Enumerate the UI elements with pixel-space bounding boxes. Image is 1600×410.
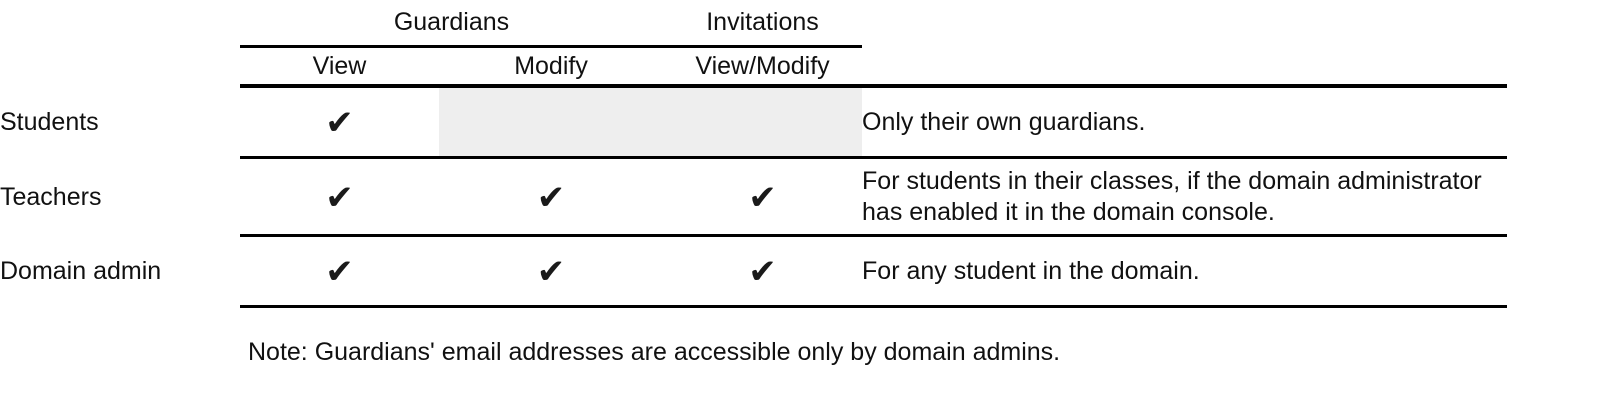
group-header-spacer: [0, 0, 240, 46]
check-icon: ✔: [325, 177, 354, 218]
row-rule-cell: [0, 234, 1600, 237]
cell-teachers-guardians-modify: ✔: [439, 159, 663, 234]
group-header-row: Guardians Invitations: [0, 0, 1600, 48]
column-header-guardians-modify: Modify: [514, 51, 588, 80]
cell-domain-admin-invitations: ✔: [663, 237, 862, 305]
cell-students-invitations: [663, 88, 863, 156]
bottom-rule-cell: [0, 305, 1600, 308]
note-text: Only their own guardians.: [862, 107, 1146, 136]
table-row: Students ✔ Only their own guardians.: [0, 88, 1600, 156]
table-footnote: Note: Guardians' email addresses are acc…: [248, 338, 1061, 366]
check-icon: ✔: [536, 177, 566, 218]
row-label-students: Students: [0, 108, 99, 136]
check-icon: ✔: [748, 177, 777, 218]
note-text: For any student in the domain.: [862, 256, 1200, 285]
column-header-guardians-view: View: [312, 51, 367, 80]
note-text: For students in their classes, if the do…: [862, 166, 1482, 226]
row-rule-row: [0, 234, 1600, 237]
row-rule-cell: [0, 156, 1600, 159]
column-header-role: [0, 46, 240, 84]
column-header-row: View Modify View/Modify: [0, 46, 1600, 84]
row-label-domain-admin: Domain admin: [0, 257, 162, 285]
check-icon: ✔: [748, 252, 777, 292]
cell-teachers-notes: For students in their classes, if the do…: [862, 159, 1600, 234]
table-row: Domain admin ✔ ✔ ✔ For any student in th…: [0, 237, 1600, 305]
bottom-rule-row: [0, 305, 1600, 308]
row-label-teachers: Teachers: [0, 182, 102, 211]
check-icon: ✔: [325, 252, 354, 292]
row-rule-row: [0, 156, 1600, 159]
header-rule: [240, 84, 1508, 88]
column-header-notes: [862, 46, 1600, 84]
cell-students-notes: Only their own guardians.: [862, 88, 1600, 156]
cell-domain-admin-guardians-modify: ✔: [439, 237, 663, 305]
cell-students-guardians-modify: [439, 88, 664, 156]
cell-domain-admin-guardians-view: ✔: [240, 237, 439, 305]
cell-domain-admin-notes: For any student in the domain.: [862, 237, 1600, 305]
check-icon: ✔: [325, 103, 354, 143]
cell-teachers-guardians-view: ✔: [240, 159, 439, 234]
row-rule: [240, 234, 1508, 237]
row-rule: [240, 156, 1508, 159]
guardian-permissions-table: Guardians Invitations View Modify View/M…: [0, 0, 1600, 308]
check-icon: ✔: [536, 252, 566, 292]
cell-teachers-invitations: ✔: [663, 159, 862, 234]
column-header-invitations-view-modify: View/Modify: [695, 51, 830, 80]
group-header-invitations: Invitations: [663, 0, 863, 48]
table-row: Teachers ✔ ✔ ✔ For students in their cla…: [0, 159, 1600, 234]
group-header-notes-spacer: [862, 0, 1600, 46]
header-rule-cell: [0, 84, 1600, 88]
bottom-rule: [240, 305, 1508, 308]
group-header-guardians: Guardians: [240, 0, 664, 48]
header-rule-row: [0, 84, 1600, 88]
cell-students-guardians-view: ✔: [240, 88, 439, 156]
